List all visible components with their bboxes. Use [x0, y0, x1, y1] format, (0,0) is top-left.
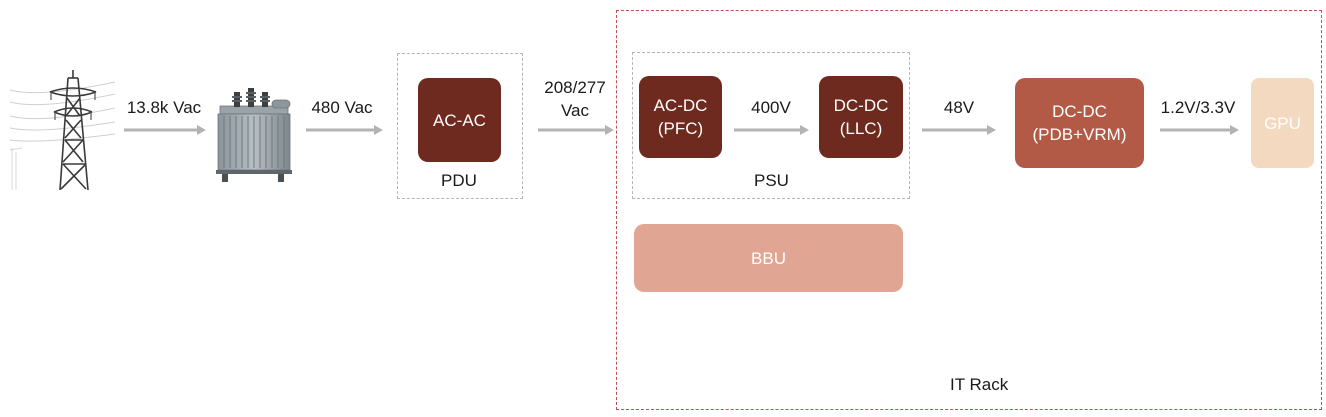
voltage-label-vrm-out: 1.2V/3.3V	[1160, 98, 1236, 117]
ac-dc-pfc-block-sublabel: (PFC)	[657, 119, 704, 138]
voltage-label-psu-out: 48V	[943, 98, 975, 117]
dc-dc-llc-block-sublabel: (LLC)	[839, 119, 883, 138]
ac-dc-pfc-block: AC-DC (PFC)	[639, 76, 722, 158]
dc-dc-llc-block: DC-DC (LLC)	[819, 76, 903, 158]
arrow-transformer-to-pdu	[306, 125, 383, 135]
it-rack-label: IT Rack	[950, 375, 1009, 394]
arrow-psu-to-pdb	[922, 125, 996, 135]
pdu-label: PDU	[441, 171, 477, 190]
voltage-label-pdu-out-line2: Vac	[560, 101, 590, 120]
arrow-pdu-to-rack	[538, 125, 614, 135]
psu-boundary	[632, 52, 910, 199]
dc-dc-llc-block-label: DC-DC	[833, 96, 889, 115]
voltage-label-transformer-out: 480 Vac	[311, 98, 373, 117]
voltage-label-grid: 13.8k Vac	[126, 98, 202, 117]
ac-dc-pfc-block-label: AC-DC	[653, 96, 708, 115]
dc-dc-pdb-vrm-block-sublabel: (PDB+VRM)	[1032, 125, 1127, 144]
voltage-label-pfc-out: 400V	[751, 98, 791, 117]
bbu-block: BBU	[634, 224, 903, 292]
dc-dc-pdb-vrm-block: DC-DC (PDB+VRM)	[1015, 78, 1144, 168]
arrow-pdb-to-gpu	[1160, 125, 1239, 135]
arrow-pfc-to-llc	[734, 125, 809, 135]
voltage-label-pdu-out-line1: 208/277	[544, 78, 606, 97]
utility-transformer-icon	[216, 88, 292, 182]
gpu-block: GPU	[1251, 78, 1314, 168]
ac-ac-block: AC-AC	[418, 78, 501, 162]
ac-ac-block-label: AC-AC	[433, 110, 486, 130]
arrow-grid-to-transformer	[124, 125, 206, 135]
bbu-block-label: BBU	[751, 248, 786, 268]
gpu-block-label: GPU	[1264, 113, 1301, 133]
psu-label: PSU	[754, 171, 789, 190]
power-transmission-tower-icon	[10, 70, 115, 190]
dc-dc-pdb-vrm-block-label: DC-DC	[1052, 102, 1107, 121]
pdu-boundary	[397, 53, 523, 199]
it-rack-boundary	[616, 10, 1322, 410]
